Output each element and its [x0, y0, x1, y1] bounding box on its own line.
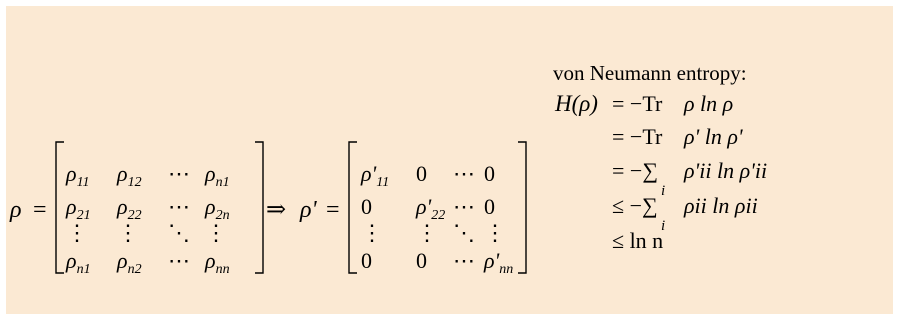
right-matrix-cell-r4c3: ⋯ — [453, 248, 475, 273]
right-matrix-cell-r4c1: 0 — [361, 248, 372, 273]
rho-prime-symbol: ρ' — [299, 197, 318, 223]
right-matrix-cell-r4c4: ρ'nn — [483, 248, 513, 277]
entropy-line-5-relation: ≤ ln n — [612, 228, 663, 253]
left-matrix-open-bracket — [55, 141, 64, 274]
left-matrix-cell-r3c3: ⋱ — [168, 220, 190, 245]
left-matrix-cell-r4c4: ρnn — [204, 248, 230, 277]
implies-arrow: ⇒ — [266, 197, 286, 223]
left-matrix-cell-r3c4: ⋮ — [205, 220, 227, 245]
left-matrix-cell-r2c3: ⋯ — [168, 194, 190, 219]
left-matrix-cell-r2c4: ρ2n — [204, 194, 230, 223]
rho-symbol: ρ — [9, 197, 22, 223]
left-matrix-cell-r3c1: ⋮ — [66, 220, 88, 245]
entropy-line-2-relation: = −Tr — [612, 124, 663, 149]
left-matrix-cell-r2c2: ρ22 — [116, 194, 142, 223]
right-matrix-cell-r1c3: ⋯ — [453, 161, 475, 186]
entropy-line-1-expression: ρ ln ρ — [683, 91, 733, 116]
entropy-lhs: H(ρ) — [554, 91, 598, 116]
entropy-line-4-expression: ρii ln ρii — [683, 193, 758, 218]
entropy-line-4-sum-index: i — [661, 218, 665, 234]
left-matrix-cell-r3c2: ⋮ — [117, 220, 139, 245]
left-matrix-cell-r1c4: ρn1 — [204, 161, 230, 190]
right-matrix-close-bracket — [518, 141, 527, 274]
right-matrix-cell-r2c3: ⋯ — [453, 194, 475, 219]
left-matrix-cell-r1c1: ρ11 — [65, 161, 90, 190]
left-matrix-cell-r2c1: ρ21 — [65, 194, 91, 223]
entropy-line-4-relation: ≤ −∑ — [612, 193, 658, 218]
left-matrix-close-bracket — [255, 141, 264, 274]
left-matrix-cell-r1c3: ⋯ — [168, 161, 190, 186]
left-matrix-cell-r4c1: ρn1 — [65, 248, 91, 277]
left-matrix-cell-r4c2: ρn2 — [116, 248, 142, 277]
entropy-line-3-sum-index: i — [661, 183, 665, 199]
formula-panel — [6, 6, 893, 314]
right-matrix-cell-r4c2: 0 — [416, 248, 427, 273]
right-matrix-cell-r3c1: ⋮ — [361, 220, 383, 245]
right-matrix-cell-r2c2: ρ'22 — [415, 194, 445, 223]
right-matrix-cell-r3c2: ⋮ — [416, 220, 438, 245]
right-matrix-cell-r3c4: ⋮ — [484, 220, 506, 245]
entropy-line-1-relation: = −Tr — [612, 91, 663, 116]
right-matrix-cell-r1c4: 0 — [484, 161, 495, 186]
right-matrix-cell-r2c4: 0 — [484, 194, 495, 219]
right-matrix-cell-r1c2: 0 — [416, 161, 427, 186]
right-matrix-cell-r1c1: ρ'11 — [360, 161, 389, 190]
entropy-title: von Neumann entropy: — [553, 61, 747, 85]
right-matrix-open-bracket — [348, 141, 357, 274]
equals-sign: = — [33, 197, 47, 223]
equals-sign-2: = — [326, 197, 340, 223]
entropy-line-2-expression: ρ' ln ρ' — [683, 124, 743, 149]
entropy-line-3-relation: = −∑ — [612, 158, 658, 183]
left-matrix-cell-r1c2: ρ12 — [116, 161, 142, 190]
right-matrix-cell-r3c3: ⋱ — [453, 220, 475, 245]
entropy-line-3-expression: ρ'ii ln ρ'ii — [683, 158, 767, 183]
left-matrix-cell-r4c3: ⋯ — [168, 248, 190, 273]
right-matrix-cell-r2c1: 0 — [361, 194, 372, 219]
